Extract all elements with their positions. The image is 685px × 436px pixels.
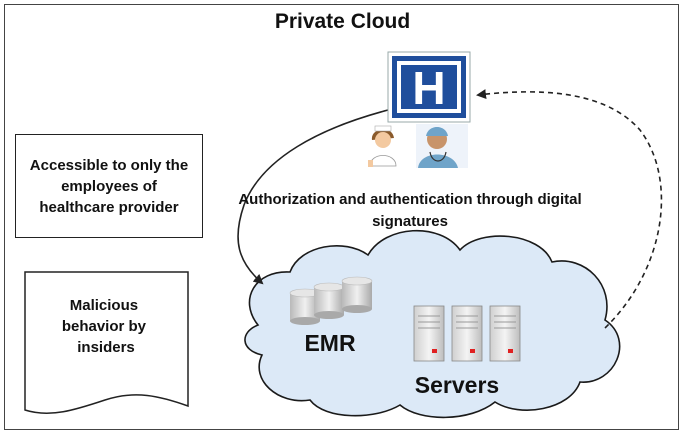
access-restriction-box: Accessible to only the employees of heal… [15,134,203,238]
servers-icon [413,305,521,362]
return-arrow [476,89,663,329]
nurse-icon [368,125,397,167]
hospital-icon: H [387,51,471,123]
emr-label: EMR [304,330,356,356]
auth-description: Authorization and authentication through… [238,191,582,230]
malicious-box-shape [24,271,189,415]
doctor-icon [416,124,468,168]
hospital-letter: H [412,62,445,114]
servers-label: Servers [415,372,499,398]
auth-arrow [237,109,389,285]
malicious-text: Malicious behavior by insiders [62,297,150,356]
diagram-title: Private Cloud [274,10,411,33]
emr-database-icon [289,276,373,325]
